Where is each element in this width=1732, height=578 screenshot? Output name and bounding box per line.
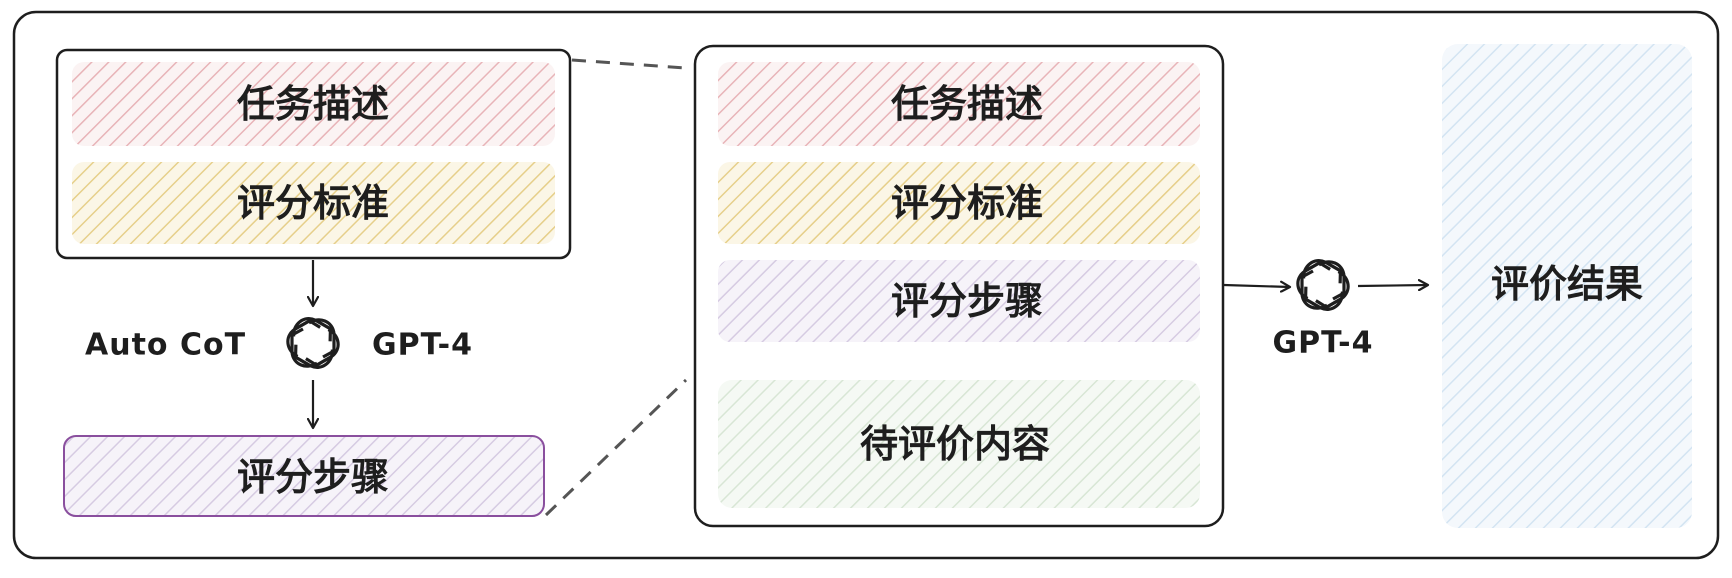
middle-steps-block	[718, 260, 1200, 342]
openai-logo-icon	[282, 313, 343, 373]
left-criteria-label: 评分标准	[237, 181, 389, 225]
outer-frame	[12, 10, 1720, 560]
dashed-connector-top	[571, 58, 687, 70]
left-steps-label: 评分步骤	[237, 455, 389, 499]
left-task-label: 任务描述	[237, 82, 389, 126]
middle-task-block	[718, 62, 1200, 146]
openai-logo-icon	[1292, 255, 1353, 315]
arrow-to-right-model	[1223, 285, 1290, 287]
left-criteria-block	[72, 162, 555, 244]
middle-content-block	[718, 380, 1200, 508]
dashed-connector-bottom	[544, 378, 688, 517]
middle-criteria-block	[718, 162, 1200, 244]
middle-criteria-label: 评分标准	[891, 181, 1043, 225]
right-gpt4-label: GPT-4	[1273, 326, 1374, 361]
middle-prompt-box: 任务描述 评分标准 评分步骤 待评价内容	[693, 44, 1225, 528]
auto-cot-label: Auto CoT	[85, 328, 246, 363]
result-label: 评价结果	[1491, 262, 1643, 306]
middle-content-label: 待评价内容	[860, 422, 1050, 466]
left-task-block	[72, 62, 555, 146]
middle-task-label: 任务描述	[891, 82, 1043, 126]
left-steps-box: 评分步骤	[63, 435, 545, 517]
left-gpt4-label: GPT-4	[372, 328, 473, 363]
left-input-box: 任务描述 评分标准	[55, 48, 572, 260]
left-model-row: Auto CoT GPT-4	[85, 313, 473, 373]
result-box: 评价结果	[1442, 44, 1692, 528]
middle-steps-label: 评分步骤	[891, 279, 1043, 323]
arrow-to-result	[1357, 285, 1428, 286]
